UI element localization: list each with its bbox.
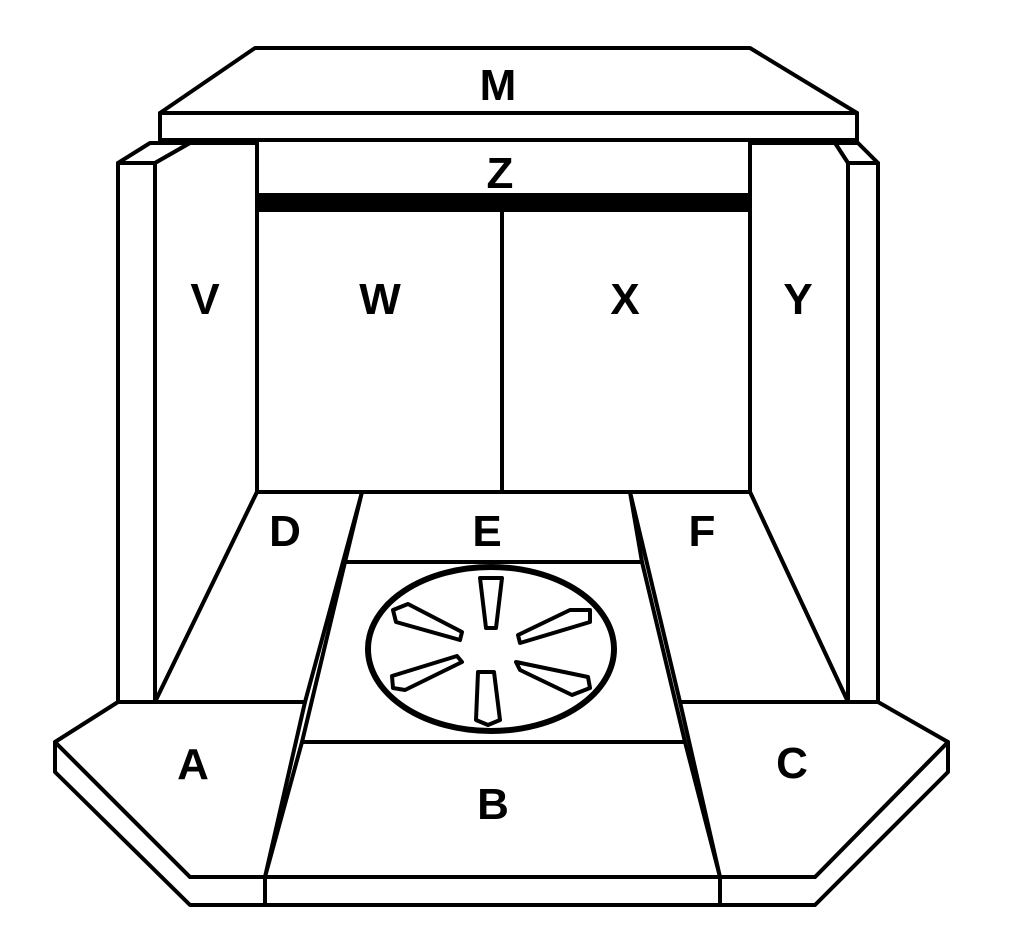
panel-a[interactable]: [53, 700, 307, 879]
baffle-bar: [257, 195, 750, 210]
panel-w[interactable]: [255, 208, 504, 494]
grate-icon: [365, 564, 617, 734]
right-pillar-edge: [846, 161, 880, 704]
label-z: Z: [487, 149, 514, 198]
left-pillar-edge: [116, 161, 157, 704]
label-f: F: [689, 507, 716, 556]
label-c: C: [776, 739, 808, 788]
label-w: W: [359, 275, 401, 324]
label-v: V: [190, 275, 220, 324]
panel-z[interactable]: [255, 138, 752, 197]
label-m: M: [480, 61, 517, 110]
label-d: D: [269, 507, 301, 556]
panel-x[interactable]: [500, 208, 752, 494]
label-b: B: [477, 780, 509, 829]
panel-c[interactable]: [678, 700, 950, 879]
label-a: A: [177, 740, 209, 789]
label-e: E: [472, 507, 501, 556]
mantel-front: [158, 111, 859, 142]
hearth-front-edge: [263, 875, 722, 907]
label-y: Y: [783, 275, 812, 324]
label-x: X: [610, 275, 639, 324]
